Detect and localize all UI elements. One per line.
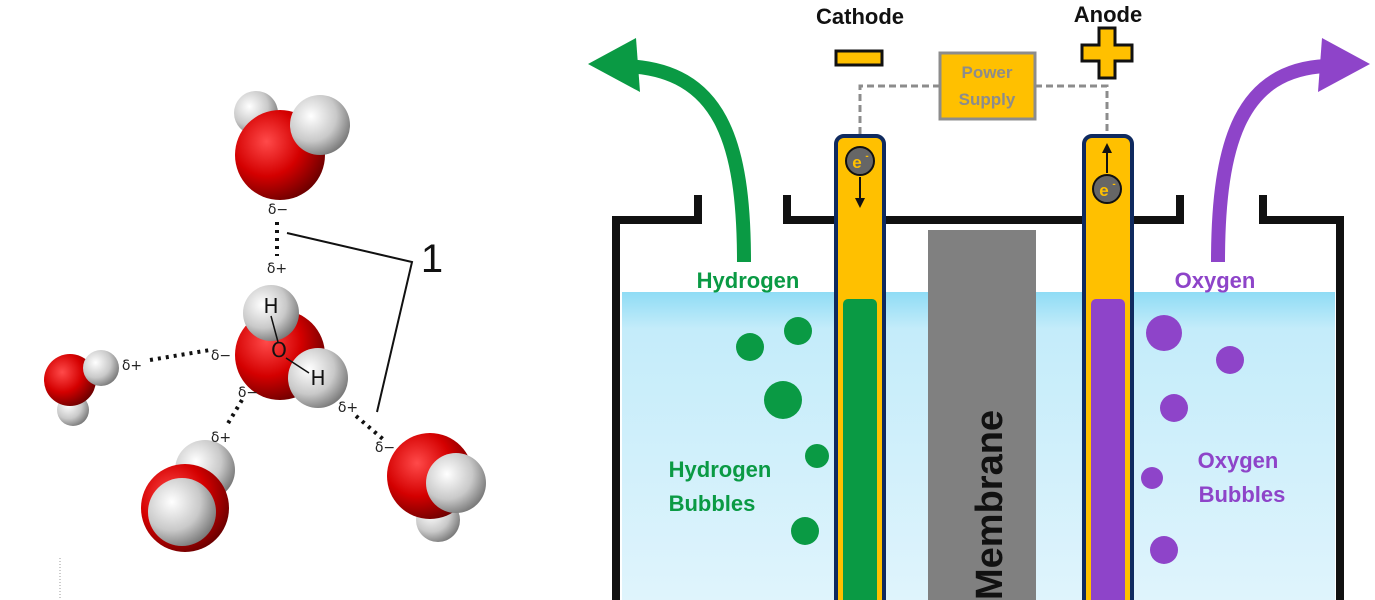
figure-label-number: 1 xyxy=(421,237,443,281)
container xyxy=(612,195,1344,600)
charge-bottom-left-upper: δ− xyxy=(238,385,258,401)
membrane xyxy=(928,230,1036,600)
hydrogen-bubbles-label-line1: Hydrogen xyxy=(669,457,772,482)
anode-electrode xyxy=(1082,134,1134,600)
hydrogen-bubbles xyxy=(736,317,829,545)
hydrogen-label: Hydrogen xyxy=(697,268,800,293)
charge-left-outer: δ+ xyxy=(122,358,142,374)
power-supply-label-line1: Power xyxy=(961,63,1012,82)
label-pointer-lines xyxy=(286,232,414,413)
atom-h-top-label: H xyxy=(263,294,278,318)
power-supply-label-line2: Supply xyxy=(959,90,1016,109)
water-molecule-central: H O H xyxy=(235,285,348,408)
charge-bottom-right-upper: δ+ xyxy=(338,400,358,416)
charge-left-inner: δ− xyxy=(211,348,231,364)
svg-text:e: e xyxy=(1099,181,1108,200)
anode-label: Anode xyxy=(1074,2,1142,27)
water-molecule-top xyxy=(234,91,350,200)
electrolysis-cell-figure: Membrane e - e - xyxy=(588,2,1370,600)
oxygen-bubbles-label-line1: Oxygen xyxy=(1198,448,1279,473)
charge-top-lower: δ+ xyxy=(267,261,287,277)
anode-electron: e - xyxy=(1092,143,1122,204)
cathode-label: Cathode xyxy=(816,4,904,29)
charge-bottom-left-lower: δ+ xyxy=(211,430,231,446)
power-supply: Power Supply xyxy=(938,51,1037,121)
atom-o-label: O xyxy=(271,338,287,362)
cathode-electron: e - xyxy=(845,146,875,208)
plus-sign-icon xyxy=(1080,26,1134,80)
oxygen-bubbles-label-line2: Bubbles xyxy=(1199,482,1286,507)
water-molecule-bottom-right xyxy=(387,433,486,542)
hydrogen-bonds xyxy=(149,222,386,442)
charge-bottom-right-lower: δ− xyxy=(375,440,395,456)
svg-text:e: e xyxy=(852,153,861,172)
oxygen-arrow-icon xyxy=(1211,38,1370,263)
svg-text:-: - xyxy=(1112,179,1115,190)
water-molecule-bottom-left xyxy=(141,440,235,552)
cathode-electrode xyxy=(834,134,886,600)
oxygen-bubbles xyxy=(1141,315,1244,564)
water-hydrogen-bond-figure: H O H xyxy=(44,91,486,552)
membrane-label: Membrane xyxy=(969,410,1011,600)
hydrogen-arrow-icon xyxy=(588,38,751,263)
circuit-wires xyxy=(858,84,1109,134)
water-molecule-left xyxy=(44,350,119,426)
oxygen-label: Oxygen xyxy=(1175,268,1256,293)
hydrogen-bubbles-label-line2: Bubbles xyxy=(669,491,756,516)
svg-text:-: - xyxy=(865,151,868,162)
charge-top-upper: δ− xyxy=(268,202,288,218)
minus-sign-icon xyxy=(834,49,884,67)
atom-h-right-label: H xyxy=(310,366,325,390)
